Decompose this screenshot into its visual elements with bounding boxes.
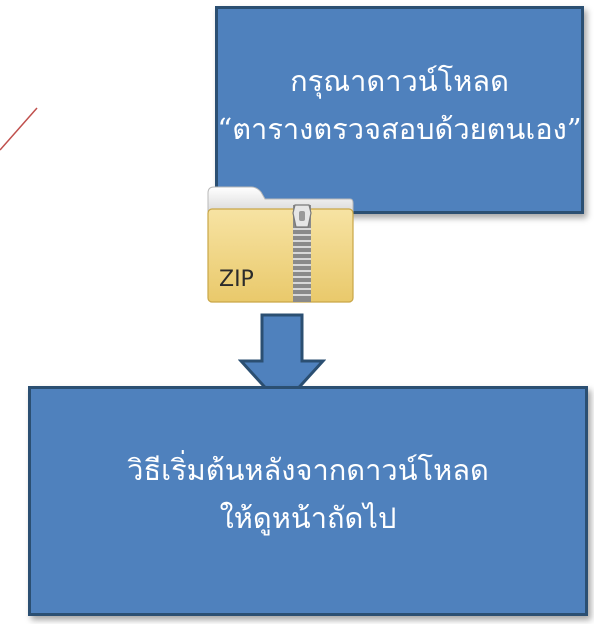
download-instruction-line1: กรุณาดาวน์โหลด: [290, 64, 509, 98]
connector-line: [0, 107, 38, 151]
next-step-line1: วิธีเริ่มต้นหลังจากดาวน์โหลด: [127, 453, 489, 487]
zip-folder-icon[interactable]: ZIP: [205, 183, 355, 305]
next-step-box: วิธีเริ่มต้นหลังจากดาวน์โหลด ให้ดูหน้าถั…: [28, 386, 588, 616]
download-instruction-line2: “ตารางตรวจสอบด้วยตนเอง”: [217, 112, 582, 146]
zip-label: ZIP: [219, 267, 254, 292]
down-arrow-icon: [238, 313, 326, 409]
download-instruction-box: กรุณาดาวน์โหลด “ตารางตรวจสอบด้วยตนเอง”: [215, 6, 584, 214]
next-step-line2: ให้ดูหน้าถัดไป: [219, 501, 397, 535]
